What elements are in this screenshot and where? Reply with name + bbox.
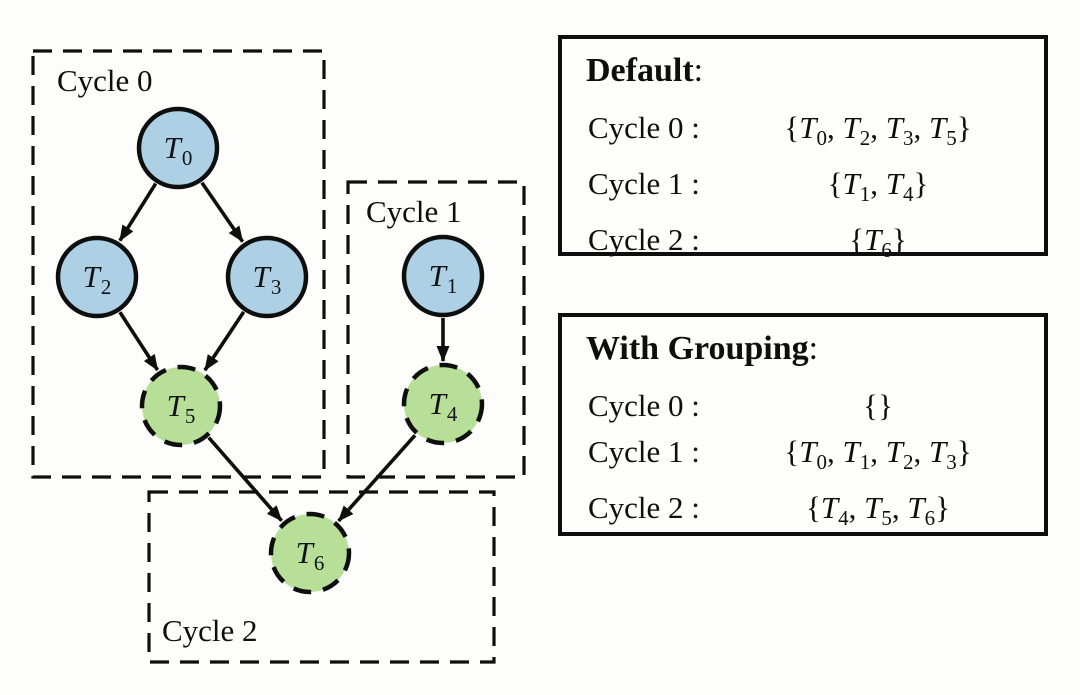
cycle-2-label: Cycle 2 xyxy=(162,613,258,648)
node-T2-label: T2 xyxy=(83,259,112,299)
schedule-row-set: {} xyxy=(863,388,893,423)
node-T5-circle xyxy=(139,364,223,448)
panel-default-title: Default: xyxy=(586,52,704,89)
cycle-0-label: Cycle 0 xyxy=(57,63,153,98)
edge-T4-T6 xyxy=(337,434,417,523)
edge-T2-T5 xyxy=(118,311,160,371)
schedule-row-label: Cycle 2 : xyxy=(588,222,700,258)
node-T1: T1 xyxy=(401,234,485,318)
node-T0-circle xyxy=(136,106,220,190)
node-T3-label: T3 xyxy=(253,259,282,299)
node-T0-label: T0 xyxy=(164,130,193,170)
node-T1-circle xyxy=(401,234,485,318)
panel-grouping-title: With Grouping: xyxy=(586,330,819,367)
node-T4-circle xyxy=(401,362,485,446)
schedule-row-set: {T6} xyxy=(849,222,907,263)
node-T4-label: T4 xyxy=(429,386,458,426)
schedule-row-set: {T0, T1, T2, T3} xyxy=(784,434,972,475)
task-dag: Cycle 0 Cycle 1 Cycle 2 T0 T2 T3 T5 T1 T… xyxy=(31,49,526,664)
schedule-row-label: Cycle 1 : xyxy=(588,166,700,202)
node-T6-circle xyxy=(268,511,352,595)
node-T6-label: T6 xyxy=(296,535,325,575)
schedule-row-label: Cycle 2 : xyxy=(588,490,700,526)
edge-T0-T2 xyxy=(118,182,158,242)
edge-layer xyxy=(118,181,450,523)
panel-default-rows: Cycle 0 : {T0, T2, T3, T5} Cycle 1 : {T1… xyxy=(588,105,1004,274)
schedule-row-label: Cycle 0 : xyxy=(588,110,700,145)
node-T3: T3 xyxy=(225,235,309,319)
node-T6: T6 xyxy=(268,511,352,595)
panel-default-schedule: Default: Cycle 0 : {T0, T2, T3, T5} Cycl… xyxy=(558,35,1048,263)
node-T5-label: T5 xyxy=(167,388,196,428)
cycle-1-label: Cycle 1 xyxy=(366,194,462,229)
node-T0: T0 xyxy=(136,106,220,190)
edge-T3-T5 xyxy=(203,310,246,372)
schedule-row-set: {T0, T2, T3, T5} xyxy=(784,110,972,151)
cycle-1-box xyxy=(346,180,526,479)
panel-grouping-schedule: With Grouping: Cycle 0 : {} Cycle 1 : {T… xyxy=(558,313,1048,536)
node-T3-circle xyxy=(225,235,309,319)
schedule-row-set: {T4, T5, T6} xyxy=(805,490,951,531)
node-T2-circle xyxy=(55,235,139,319)
cycle-2-box xyxy=(147,490,496,664)
schedule-row-label: Cycle 0 : xyxy=(588,388,700,423)
panel-grouping-rows: Cycle 0 : {} Cycle 1 : {T0, T1, T2, T3} … xyxy=(588,383,1004,541)
node-T5: T5 xyxy=(139,364,223,448)
node-T1-label: T1 xyxy=(429,258,458,298)
edge-T5-T6 xyxy=(207,436,283,522)
schedule-row-label: Cycle 1 : xyxy=(588,434,700,469)
node-T4: T4 xyxy=(401,362,485,446)
schedule-row-set: {T1, T4} xyxy=(827,166,929,207)
edge-T0-T3 xyxy=(200,181,245,243)
node-T2: T2 xyxy=(55,235,139,319)
